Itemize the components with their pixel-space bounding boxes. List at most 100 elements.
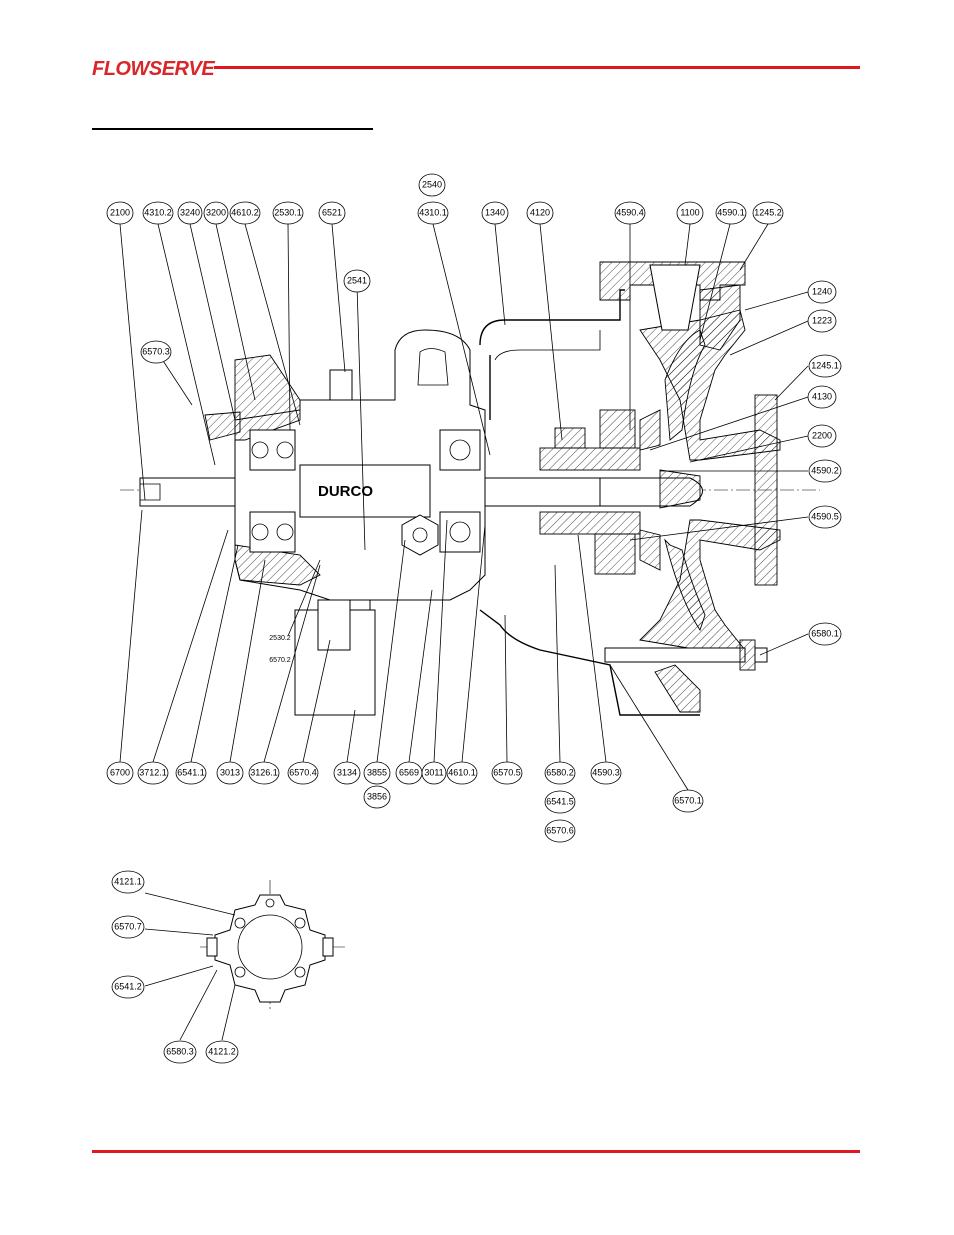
callout-4310-2: 4310.2 <box>142 201 174 225</box>
svg-text:6569: 6569 <box>399 767 419 777</box>
svg-text:4130: 4130 <box>812 391 832 401</box>
svg-text:2200: 2200 <box>812 430 832 440</box>
callout-4590-2: 4590.2 <box>808 459 842 483</box>
callout-6521: 6521 <box>318 201 346 225</box>
svg-text:2530.1: 2530.1 <box>274 207 302 217</box>
callout-4610-2: 4610.2 <box>229 201 261 225</box>
svg-text:6521: 6521 <box>322 207 342 217</box>
adapter-lower <box>479 355 700 716</box>
callout-2530-1: 2530.1 <box>272 201 304 225</box>
callout-4130: 4130 <box>807 385 837 409</box>
outboard-bearing-upper <box>249 429 296 471</box>
callout-2540: 2540 <box>418 173 446 197</box>
svg-text:4590.5: 4590.5 <box>811 511 839 521</box>
callout-1100: 1100 <box>676 201 704 225</box>
svg-text:1240: 1240 <box>812 286 832 296</box>
discharge-nozzle <box>649 264 701 331</box>
svg-text:6541.5: 6541.5 <box>546 796 574 806</box>
callout-6570-3: 6570.3 <box>140 340 172 364</box>
svg-text:6580.3: 6580.3 <box>166 1046 194 1056</box>
flowserve-logo: FLOWSERVE <box>92 58 215 80</box>
callout-2100: 2100 <box>106 201 134 225</box>
right-callouts: 1240 1223 1245.1 4130 2200 4590.2 4590.5… <box>807 280 842 646</box>
packing-upper <box>539 447 641 471</box>
callout-3011: 3011 <box>421 761 447 785</box>
callout-3855: 3855 <box>363 761 391 785</box>
callout-2200: 2200 <box>807 424 837 448</box>
inboard-bearing-upper <box>439 429 481 471</box>
callout-6541-2: 6541.2 <box>111 975 145 999</box>
callout-3200: 3200 <box>203 201 229 225</box>
callout-6541-1: 6541.1 <box>175 761 207 785</box>
svg-text:4310.1: 4310.1 <box>419 207 447 217</box>
bottom-callouts: 6700 3712.1 6541.1 3013 3126.1 6570.4 31… <box>106 761 704 843</box>
callout-6570-7: 6570.7 <box>111 915 145 939</box>
svg-text:6580.2: 6580.2 <box>546 767 574 777</box>
callout-6541-5: 6541.5 <box>544 790 576 814</box>
section-heading-underline <box>92 128 373 130</box>
svg-text:1223: 1223 <box>812 315 832 325</box>
svg-text:3855: 3855 <box>367 767 387 777</box>
footer-rule <box>92 1150 860 1153</box>
callout-4310-1: 4310.1 <box>417 201 449 225</box>
packing-lower <box>539 511 641 535</box>
gland-stud-upper <box>599 409 636 449</box>
svg-text:3240: 3240 <box>180 207 200 217</box>
callout-4121-1: 4121.1 <box>111 870 145 894</box>
svg-text:3712.1: 3712.1 <box>139 767 167 777</box>
gland-lower <box>594 533 636 575</box>
gland-upper <box>554 427 586 449</box>
callout-3126-1: 3126.1 <box>248 761 280 785</box>
callout-4610-1: 4610.1 <box>446 761 478 785</box>
svg-text:4610.1: 4610.1 <box>448 767 476 777</box>
casing-stud <box>604 647 746 663</box>
callout-6700: 6700 <box>106 761 134 785</box>
top-callouts: 2100 4310.2 3240 3200 4610.2 2530.1 6521… <box>106 173 784 293</box>
svg-text:6580.1: 6580.1 <box>811 628 839 638</box>
svg-text:4590.3: 4590.3 <box>592 767 620 777</box>
svg-text:6570.3: 6570.3 <box>142 346 170 356</box>
durco-brand-text: DURCO <box>318 483 373 500</box>
callout-6570-2: 6570.2 <box>269 657 291 664</box>
callout-6580-3: 6580.3 <box>163 1040 197 1064</box>
callout-3240: 3240 <box>177 201 203 225</box>
casing-upper <box>639 309 781 461</box>
svg-text:3856: 3856 <box>367 791 387 801</box>
callout-6570-4: 6570.4 <box>287 761 319 785</box>
bearing-sleeve <box>299 464 431 518</box>
shaft-keyway <box>140 483 161 501</box>
callout-4590-1: 4590.1 <box>715 201 747 225</box>
callout-6580-2: 6580.2 <box>544 761 576 785</box>
svg-text:4120: 4120 <box>530 207 550 217</box>
svg-text:6570.5: 6570.5 <box>493 767 521 777</box>
svg-text:1100: 1100 <box>680 207 699 217</box>
svg-text:3013: 3013 <box>220 767 240 777</box>
svg-text:3200: 3200 <box>206 207 226 217</box>
callout-4590-3: 4590.3 <box>590 761 622 785</box>
callout-6570-1: 6570.1 <box>672 789 704 813</box>
svg-text:3011: 3011 <box>424 767 443 777</box>
svg-text:1245.2: 1245.2 <box>754 207 782 217</box>
callout-6580-1: 6580.1 <box>808 622 842 646</box>
svg-text:4121.2: 4121.2 <box>208 1046 236 1056</box>
svg-text:2100: 2100 <box>110 207 130 217</box>
callout-4120: 4120 <box>526 201 554 225</box>
callout-6570-5: 6570.5 <box>491 761 523 785</box>
svg-text:6570.1: 6570.1 <box>674 795 702 805</box>
callout-1340: 1340 <box>481 201 509 225</box>
leader-lines <box>119 223 809 791</box>
svg-text:3126.1: 3126.1 <box>250 767 278 777</box>
svg-text:6541.2: 6541.2 <box>114 981 142 991</box>
svg-text:2540: 2540 <box>422 179 442 189</box>
svg-text:6700: 6700 <box>110 767 130 777</box>
svg-text:1245.1: 1245.1 <box>811 360 839 370</box>
casing-cover-lower <box>639 529 661 571</box>
impeller-hub <box>659 469 701 509</box>
vent-plug <box>329 369 353 401</box>
sight-glass <box>401 514 439 556</box>
callout-3856: 3856 <box>363 785 391 809</box>
svg-text:2541: 2541 <box>347 275 367 285</box>
callout-3013: 3013 <box>216 761 244 785</box>
casing-stud-nut <box>739 639 756 671</box>
